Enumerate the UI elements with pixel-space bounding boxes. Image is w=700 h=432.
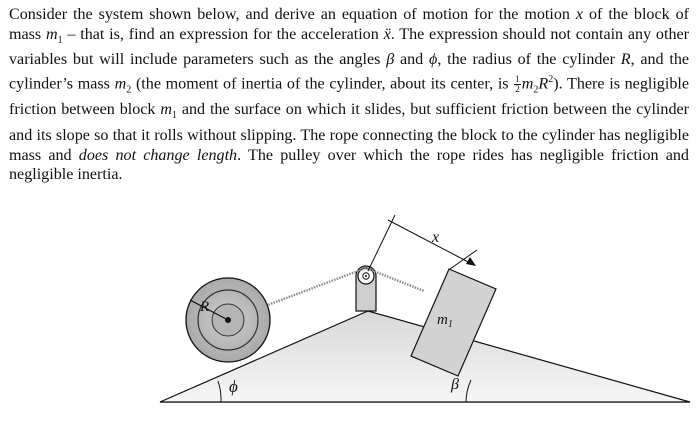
- problem-statement: Consider the system shown below, and der…: [9, 6, 690, 184]
- rope: [227, 266, 425, 322]
- pulley-icon: [355, 265, 377, 312]
- label-m1: m1: [437, 312, 453, 330]
- x-dimension: [367, 214, 478, 272]
- label-phi: ϕ: [229, 377, 238, 396]
- cylinder: [185, 277, 271, 363]
- label-R: R: [199, 299, 209, 315]
- phi-angle-arc: [217, 380, 222, 403]
- block-m1: [410, 268, 497, 377]
- label-beta: β: [450, 376, 459, 393]
- radius-line: [189, 299, 229, 321]
- beta-angle-arc: [465, 379, 472, 403]
- label-x: x: [431, 229, 439, 246]
